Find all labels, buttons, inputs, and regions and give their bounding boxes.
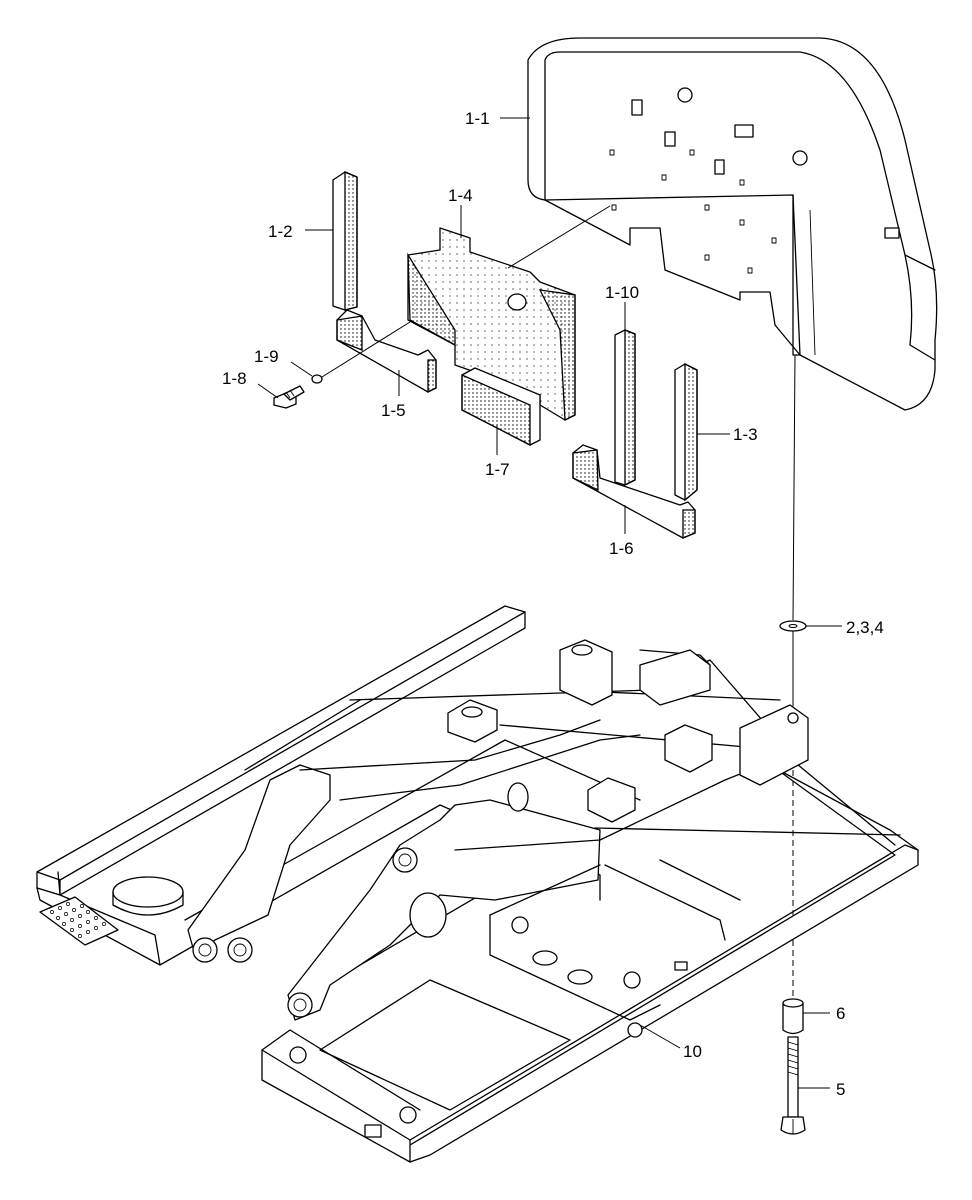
label-part-6: 6 [836, 1004, 845, 1023]
assembly-line-vertical [792, 354, 796, 621]
small-washer [311, 374, 323, 384]
label-part-1-3: 1-3 [733, 425, 758, 444]
label-part-1-9: 1-9 [254, 347, 279, 366]
label-part-1-8: 1-8 [222, 369, 247, 388]
label-part-1-4: 1-4 [448, 186, 473, 205]
label-part-2-3-4: 2,3,4 [846, 618, 884, 637]
counterweight-part [527, 37, 938, 411]
spacer [782, 998, 804, 1035]
bar-part-mid [614, 329, 636, 487]
assembly-line-plate [507, 205, 611, 269]
bar-part [332, 171, 358, 311]
label-part-1-6: 1-6 [609, 539, 634, 558]
label-part-5: 5 [836, 1080, 845, 1099]
label-part-1-10: 1-10 [605, 283, 639, 302]
assembly-line [321, 321, 411, 378]
label-part-10: 10 [683, 1042, 702, 1061]
bar-part-base [572, 444, 696, 539]
label-part-1-5: 1-5 [381, 401, 406, 420]
label-part-1-7: 1-7 [485, 460, 510, 479]
upper-frame [36, 605, 919, 1163]
bar-part-lower [336, 309, 437, 394]
washer [779, 620, 807, 632]
block-part [461, 367, 541, 447]
label-part-1-2: 1-2 [268, 222, 293, 241]
label-part-1-1: 1-1 [465, 109, 490, 128]
long-bolt [780, 1036, 806, 1135]
bar-part-right [674, 362, 698, 502]
leader-lines [257, 117, 842, 1089]
small-bolt [273, 385, 305, 409]
plate-part [407, 227, 576, 422]
